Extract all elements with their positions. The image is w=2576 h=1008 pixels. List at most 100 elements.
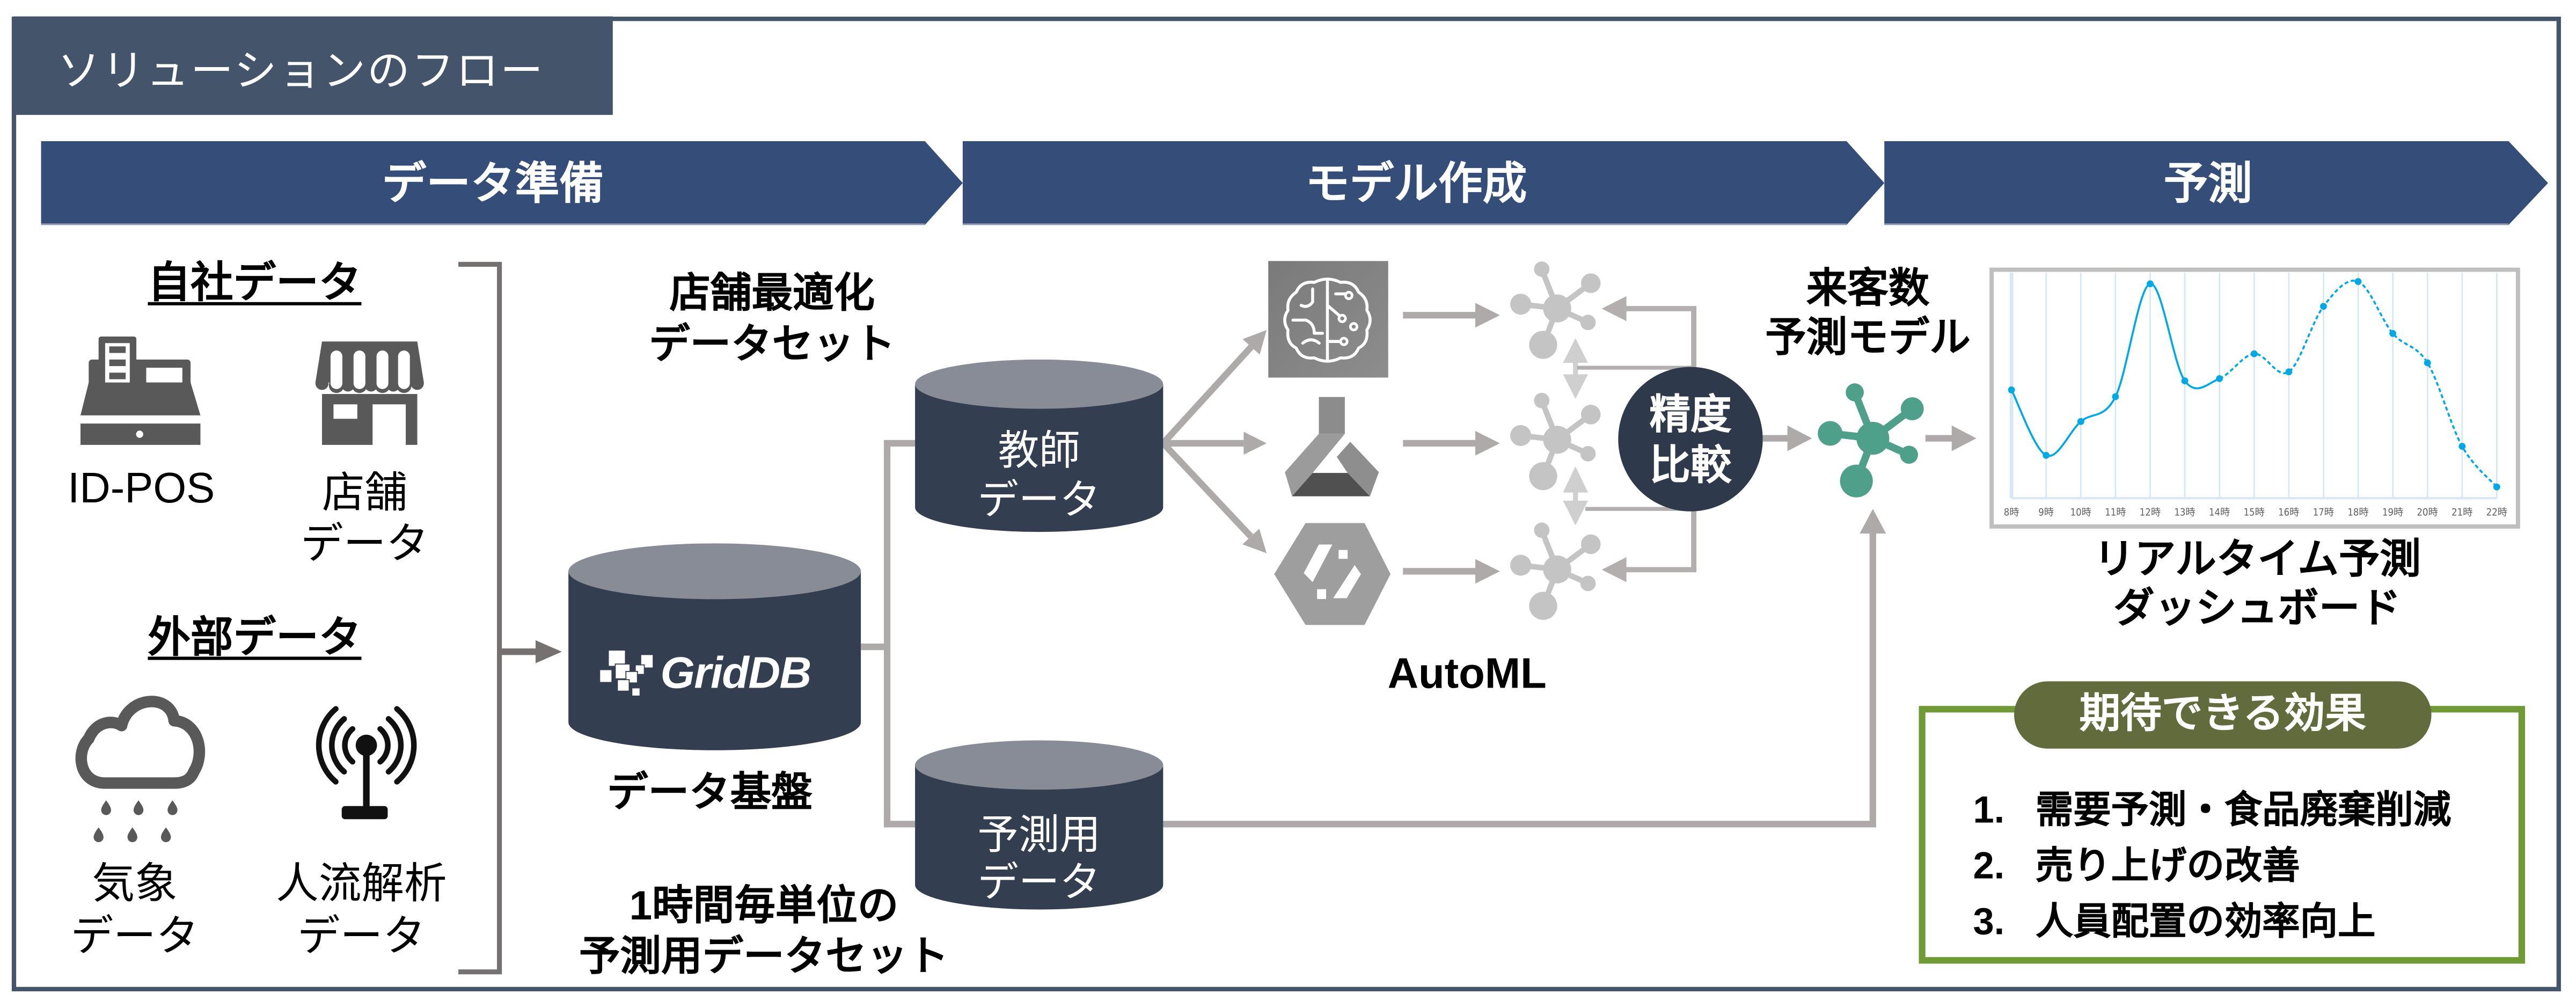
arrowhead bbox=[1475, 430, 1500, 456]
x-tick-label: 16時 bbox=[2278, 507, 2299, 518]
x-tick-label: 15時 bbox=[2244, 507, 2265, 518]
service-to-model-shafts bbox=[1403, 312, 1477, 575]
label-line: 教師 bbox=[998, 428, 1080, 474]
label-line: ID-POS bbox=[68, 463, 215, 513]
cylinder-body bbox=[568, 571, 861, 750]
caption-line: 予測用データセット bbox=[579, 933, 949, 980]
prediction-data-label: 予測用 データ bbox=[941, 812, 1138, 907]
prediction-data-connector bbox=[1163, 531, 1876, 828]
series-line-dashed bbox=[2219, 280, 2498, 488]
data-point bbox=[2250, 350, 2258, 357]
x-tick-label: 13時 bbox=[2174, 507, 2195, 518]
arrowhead bbox=[1787, 425, 1812, 451]
people-flow-data-label: 人流解析 データ bbox=[246, 857, 477, 962]
training-data-cylinder bbox=[915, 359, 1163, 532]
data-point bbox=[2008, 386, 2015, 393]
source-bracket bbox=[458, 261, 502, 975]
azure-ml-flask-icon bbox=[1285, 397, 1379, 496]
rain-cloud-icon bbox=[75, 696, 206, 843]
cylinder-body bbox=[915, 384, 1163, 532]
caption-line: データセット bbox=[649, 320, 896, 367]
store-data-label: 店舗 データ bbox=[266, 467, 463, 569]
phase-label-prediction: 予測 bbox=[2163, 159, 2252, 209]
data-point bbox=[2354, 278, 2362, 285]
caption-line: 予測モデル bbox=[1765, 315, 1971, 361]
x-tick-label: 12時 bbox=[2140, 507, 2161, 518]
phase-label-model-build: モデル作成 bbox=[1305, 159, 1527, 209]
label-line: データ bbox=[297, 911, 426, 961]
label-line: 人流解析 bbox=[276, 858, 447, 908]
cylinder-top bbox=[915, 740, 1163, 790]
data-point bbox=[2493, 483, 2500, 491]
double-arrow-lower bbox=[1563, 466, 1588, 525]
effect-number: 1. bbox=[1973, 788, 2005, 831]
visitor-forecast-model-caption: 来客数 予測モデル bbox=[1737, 264, 2000, 363]
neural-network-icon bbox=[1510, 392, 1601, 491]
data-point bbox=[2043, 451, 2050, 459]
feedback-arrowhead-top bbox=[1601, 296, 1627, 322]
label-line: 精度 bbox=[1649, 391, 1732, 438]
effect-text: 売り上げの改善 bbox=[2035, 844, 2300, 887]
x-tick-label: 21時 bbox=[2451, 507, 2472, 518]
training-data-label: 教師 データ bbox=[941, 427, 1138, 525]
data-point bbox=[2320, 303, 2327, 310]
label-line: データ bbox=[70, 911, 199, 961]
bracket-arrowhead bbox=[535, 640, 562, 663]
double-arrow-upper bbox=[1563, 338, 1588, 399]
label-line: 店舗 bbox=[321, 467, 408, 516]
effect-item: 2.売り上げの改善 bbox=[1973, 841, 2300, 890]
x-tick-label: 10時 bbox=[2070, 507, 2091, 518]
external-data-heading: 外部データ bbox=[148, 612, 362, 662]
caption-line: 1時間毎単位の bbox=[629, 882, 899, 929]
arrowhead-down bbox=[1563, 374, 1588, 399]
store-icon bbox=[315, 341, 424, 445]
arrowhead bbox=[1951, 425, 1977, 451]
fan-arrow-shafts bbox=[1160, 345, 1254, 539]
page-title: ソリューションのフロー bbox=[57, 46, 545, 96]
title-tab bbox=[13, 16, 613, 115]
label-line: データ bbox=[301, 517, 429, 567]
data-point bbox=[2147, 280, 2154, 288]
prediction-model-network-icon bbox=[1818, 383, 1924, 498]
x-tick-label: 14時 bbox=[2209, 507, 2230, 518]
phase-bar-prediction bbox=[1884, 141, 2548, 225]
data-point bbox=[2077, 418, 2084, 425]
data-point bbox=[2112, 393, 2119, 400]
label-line: データ bbox=[977, 478, 1101, 524]
internal-data-heading: 自社データ bbox=[148, 258, 362, 307]
label-line: データ bbox=[977, 859, 1101, 905]
data-point bbox=[2216, 375, 2223, 382]
x-tick-label: 18時 bbox=[2347, 507, 2368, 518]
sagemaker-brain-icon bbox=[1268, 261, 1388, 378]
arrowhead bbox=[1475, 559, 1500, 584]
x-tick-label: 17時 bbox=[2313, 507, 2334, 518]
weather-data-label: 気象 データ bbox=[36, 857, 233, 962]
arrowhead bbox=[1242, 330, 1267, 355]
x-tick-label: 11時 bbox=[2105, 507, 2126, 518]
phase-bar-model-build bbox=[962, 141, 1885, 225]
label-line: 気象 bbox=[92, 858, 178, 908]
neural-network-icon bbox=[1510, 522, 1601, 620]
arrowhead-up bbox=[1860, 509, 1886, 534]
griddb-split-connector bbox=[861, 440, 920, 828]
data-point bbox=[2389, 330, 2397, 337]
cylinder-top bbox=[915, 359, 1163, 409]
phase-bar-data-prep bbox=[41, 141, 963, 225]
x-tick-label: 9時 bbox=[2038, 507, 2054, 518]
x-tick-label: 20時 bbox=[2417, 507, 2438, 518]
arrowhead bbox=[1475, 303, 1500, 328]
accuracy-comparison-circle bbox=[1618, 367, 1763, 512]
outer-frame bbox=[11, 17, 2561, 991]
double-arrow-shaft bbox=[1573, 361, 1578, 376]
label-line: 比較 bbox=[1649, 442, 1732, 488]
label-line: 予測用 bbox=[977, 812, 1101, 858]
accuracy-comparison-label: 精度 比較 bbox=[1625, 390, 1757, 492]
griddb-logo-text: GridDB bbox=[660, 648, 812, 698]
data-point bbox=[2285, 368, 2293, 376]
data-point bbox=[2181, 377, 2189, 385]
effect-item: 3.人員配置の効率向上 bbox=[1973, 896, 2376, 946]
arrowhead-up bbox=[1563, 466, 1588, 493]
phase-label-data-prep: データ準備 bbox=[382, 159, 604, 209]
